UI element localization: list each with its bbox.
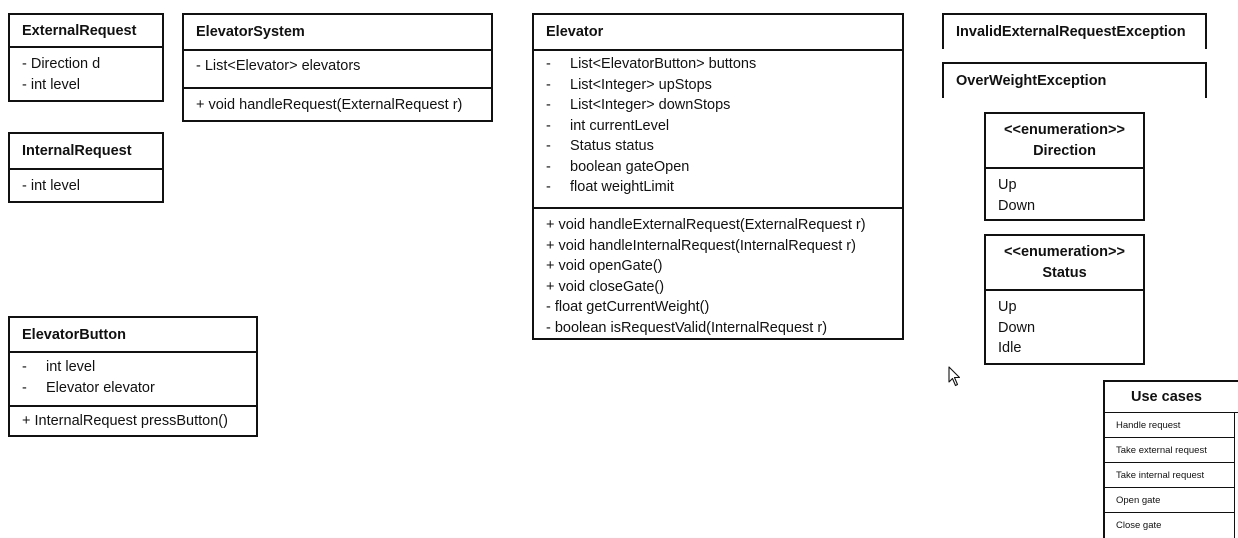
attributes-section: - int level - Elevator elevator [10, 353, 256, 405]
enum-value: Down [998, 197, 1036, 214]
visibility: - [22, 379, 27, 396]
attributes-section: - Direction d - int level [10, 48, 162, 101]
attribute: - int level [22, 76, 81, 93]
enum-value: Up [998, 177, 1017, 193]
class-elevator: Elevator - List<ElevatorButton> buttons -… [532, 13, 904, 340]
class-over-weight-exception: OverWeightException [942, 62, 1207, 98]
visibility: - [546, 179, 551, 195]
class-elevator-button: ElevatorButton - int level - Elevator elev… [8, 316, 258, 437]
attribute-text: int currentLevel [570, 117, 670, 134]
mouse-pointer-icon [948, 366, 962, 393]
use-cases-divider [1234, 412, 1235, 538]
enum-name: Direction [1033, 142, 1096, 159]
attribute: - List<Elevator> elevators [196, 58, 361, 74]
attribute: - List<Integer> downStops [546, 95, 890, 116]
class-name: ExternalRequest [10, 15, 162, 48]
attribute: - Status status [546, 136, 890, 157]
class-name: Elevator [534, 15, 902, 51]
method: - float getCurrentWeight() [546, 299, 710, 315]
class-invalid-external-request-exception: InvalidExternalRequestException [942, 13, 1207, 49]
attribute-text: Status status [570, 138, 654, 154]
class-elevator-system: ElevatorSystem - List<Elevator> elevator… [182, 13, 493, 122]
attribute: - List<Integer> upStops [546, 75, 890, 96]
enum-name: Status [1042, 264, 1087, 281]
visibility: - [546, 138, 551, 154]
class-name: InvalidExternalRequestException [956, 24, 1186, 40]
methods-section: + void handleExternalRequest(ExternalReq… [534, 207, 902, 344]
use-cases-panel: Use cases Handle request Take external r… [1103, 380, 1238, 538]
enum-value: Down [998, 319, 1036, 336]
attribute-text: Elevator elevator [46, 379, 155, 396]
visibility: - [546, 97, 551, 113]
class-external-request: ExternalRequest - Direction d - int leve… [8, 13, 164, 102]
method: + InternalRequest pressButton() [22, 413, 228, 429]
attributes-section: - List<Elevator> elevators [184, 51, 491, 87]
attributes-section: - int level [10, 170, 162, 203]
attribute: - int level [22, 178, 81, 194]
enum-values: Up Down [986, 169, 1143, 222]
methods-section: + InternalRequest pressButton() [10, 405, 256, 438]
attribute-text: boolean gateOpen [570, 158, 690, 175]
enum-header: <<enumeration>> Status [986, 236, 1143, 291]
use-case-item: Open gate [1105, 488, 1234, 513]
class-name: OverWeightException [956, 73, 1107, 89]
use-case-item: Take internal request [1105, 463, 1234, 488]
method: + void handleInternalRequest(InternalReq… [546, 237, 856, 254]
attribute: - Elevator elevator [22, 378, 244, 399]
attribute: - float weightLimit [546, 177, 890, 198]
use-case-item: Take external request [1105, 438, 1234, 463]
class-name: ElevatorButton [10, 318, 256, 353]
attribute: - int currentLevel [546, 116, 890, 137]
attribute-text: int level [46, 359, 96, 375]
enum-status: <<enumeration>> Status Up Down Idle [984, 234, 1145, 365]
visibility: - [546, 117, 551, 134]
use-cases-title: Use cases [1105, 382, 1238, 413]
class-internal-request: InternalRequest - int level [8, 132, 164, 203]
enum-direction: <<enumeration>> Direction Up Down [984, 112, 1145, 221]
method: + void handleExternalRequest(ExternalReq… [546, 217, 866, 233]
stereotype: <<enumeration>> [1004, 122, 1125, 138]
attribute-text: List<ElevatorButton> buttons [570, 56, 757, 72]
class-name: ElevatorSystem [184, 15, 491, 51]
use-case-item: Close gate [1116, 520, 1162, 531]
visibility: - [22, 359, 27, 375]
attribute: - int level [22, 357, 244, 378]
use-case-item: Handle request [1105, 413, 1234, 438]
class-name: InternalRequest [10, 134, 162, 170]
attribute: - Direction d [22, 56, 101, 72]
enum-header: <<enumeration>> Direction [986, 114, 1143, 169]
visibility: - [546, 76, 551, 93]
attribute-text: List<Integer> upStops [570, 76, 712, 93]
method: + void closeGate() [546, 278, 665, 295]
enum-value: Up [998, 299, 1017, 315]
method: - boolean isRequestValid(InternalRequest… [546, 319, 828, 336]
attribute-text: float weightLimit [570, 179, 674, 195]
attribute-text: List<Integer> downStops [570, 97, 731, 113]
visibility: - [546, 158, 551, 175]
attribute: - List<ElevatorButton> buttons [546, 54, 890, 75]
stereotype: <<enumeration>> [1004, 244, 1125, 260]
methods-section: + void handleRequest(ExternalRequest r) [184, 87, 491, 122]
enum-value: Idle [998, 340, 1022, 356]
visibility: - [546, 56, 551, 72]
attribute: - boolean gateOpen [546, 157, 890, 178]
attributes-section: - List<ElevatorButton> buttons - List<Inte… [534, 51, 902, 207]
enum-values: Up Down Idle [986, 291, 1143, 365]
method: + void openGate() [546, 258, 663, 274]
method: + void handleRequest(ExternalRequest r) [196, 97, 463, 113]
